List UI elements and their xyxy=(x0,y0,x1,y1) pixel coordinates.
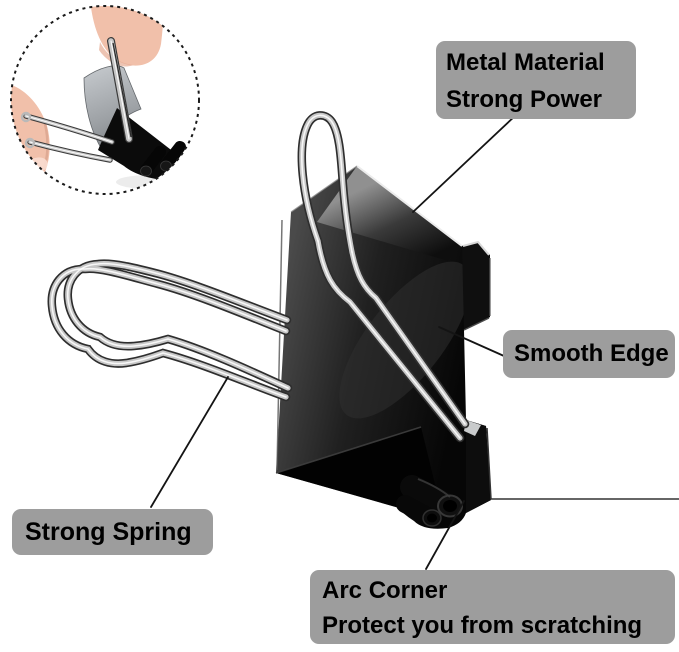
callout-line: Protect you from scratching xyxy=(322,612,643,639)
clip-left-edge xyxy=(276,219,283,471)
clip-fold-line xyxy=(275,426,422,474)
callout-strong-spring: Strong Spring xyxy=(12,509,213,555)
callout-metal-material: Metal Material Strong Power xyxy=(436,41,636,119)
inset-demo-figure xyxy=(10,5,200,195)
callout-line: Metal Material xyxy=(446,49,605,76)
clip-top-face xyxy=(317,166,462,261)
clip-top-edge-highlight xyxy=(356,165,463,247)
main-clip-figure xyxy=(52,115,679,529)
callout-line: Strong Power xyxy=(446,86,603,113)
callout-line: Smooth Edge xyxy=(514,340,669,367)
callout-smooth-edge: Smooth Edge xyxy=(503,330,675,378)
clip-upper-flange xyxy=(462,240,491,331)
inset-pressed-handle xyxy=(111,41,131,139)
leader-metal-material xyxy=(412,114,517,213)
left-handle-wire xyxy=(52,264,288,397)
leader-arc-corner xyxy=(425,500,465,570)
inset-dashed-border xyxy=(10,5,200,195)
inset-flat-handle xyxy=(20,111,112,160)
callout-line: Strong Spring xyxy=(25,517,192,546)
clip-lower-flange xyxy=(464,420,679,513)
callout-arc-corner: Arc Corner Protect you from scratching xyxy=(310,570,675,644)
leader-smooth-edge xyxy=(438,326,505,357)
leader-lines xyxy=(150,114,517,570)
clip-arc-corner-rolls xyxy=(396,475,463,527)
leader-strong-spring xyxy=(150,376,229,508)
callout-line: Arc Corner xyxy=(322,577,448,604)
clip-mouth-shadow xyxy=(276,427,441,509)
